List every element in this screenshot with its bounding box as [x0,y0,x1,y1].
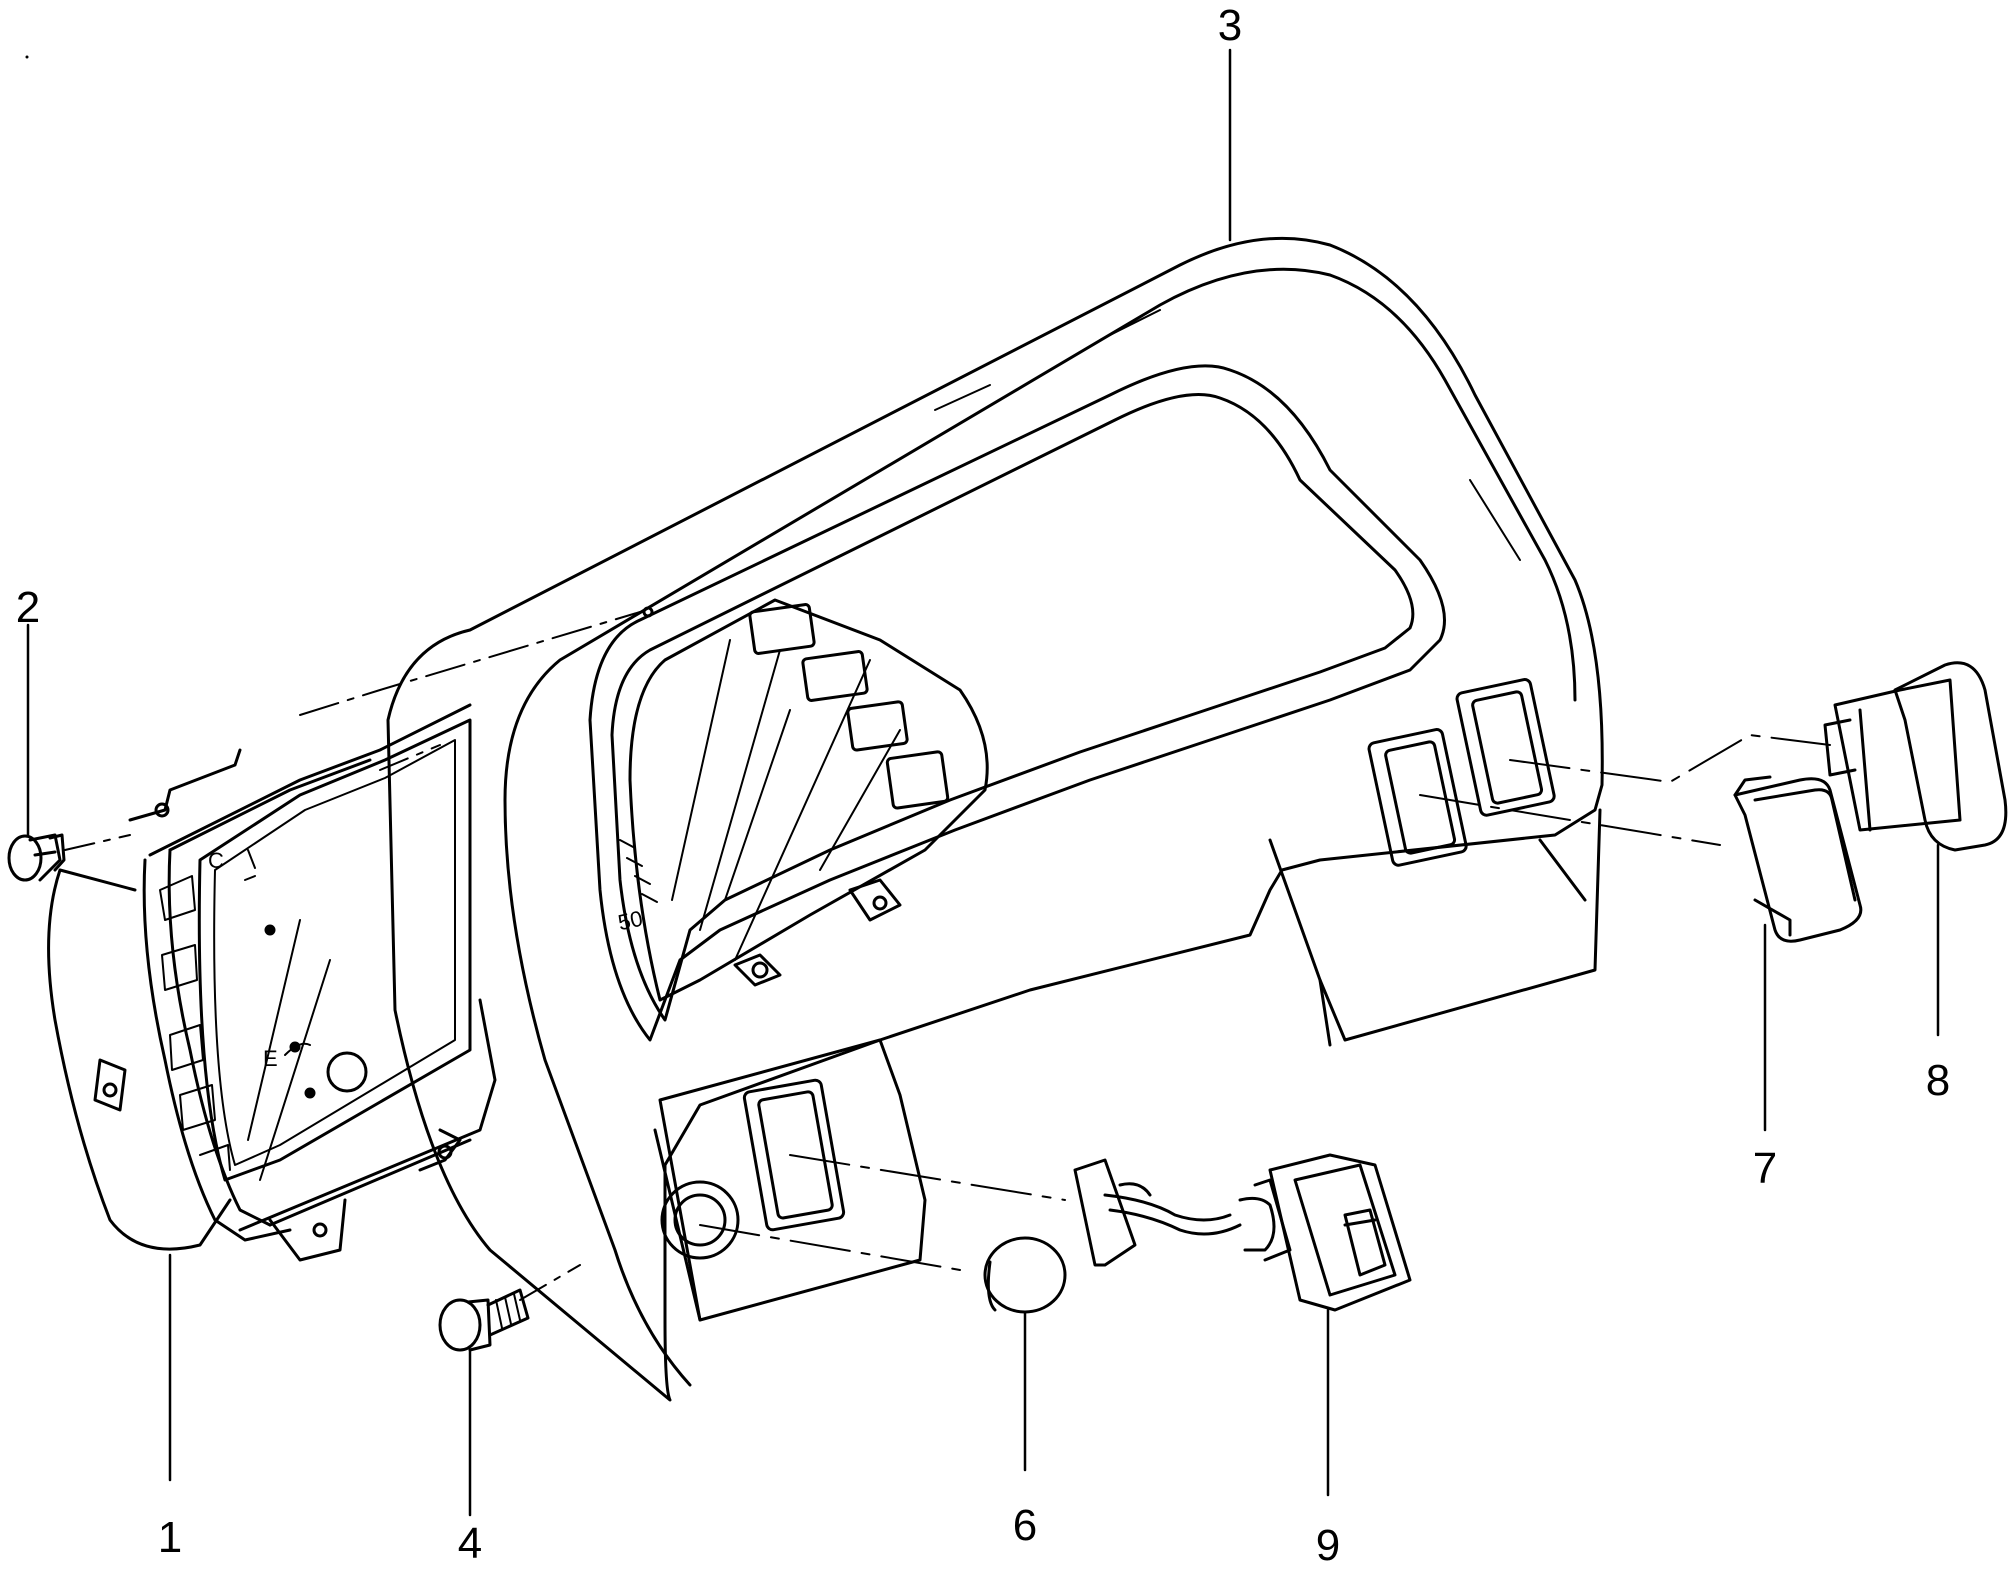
screw-4 [438,1288,530,1352]
callout-4: 4 [458,1519,482,1568]
callout-labels: 3 2 1 4 6 7 8 9 [16,1,1950,1570]
stray-dot [25,55,29,59]
gauge-mark-cold: C [208,848,224,873]
callout-3: 3 [1218,1,1242,50]
switch-frame-7 [1733,775,1863,943]
callout-9: 9 [1316,1521,1340,1570]
blanking-cap-6 [983,1236,1067,1314]
callout-6: 6 [1013,1501,1037,1550]
leader-lines [26,48,1940,1517]
rocker-switch-8 [1823,661,2008,852]
callout-1: 1 [158,1513,182,1562]
callout-7: 7 [1753,1144,1777,1193]
gauge-mark-empty: E [263,1046,278,1071]
speed-tick-label: 50 [616,906,645,936]
screw-2 [7,833,66,882]
switch-with-harness-9 [1073,1153,1412,1312]
callout-2: 2 [16,583,40,632]
instrument-housing [386,236,1604,1402]
instrument-cluster [47,703,497,1262]
gauge-marks: C E 50 [208,848,645,1071]
callout-8: 8 [1926,1056,1950,1105]
assembly-lines [64,611,1831,1301]
